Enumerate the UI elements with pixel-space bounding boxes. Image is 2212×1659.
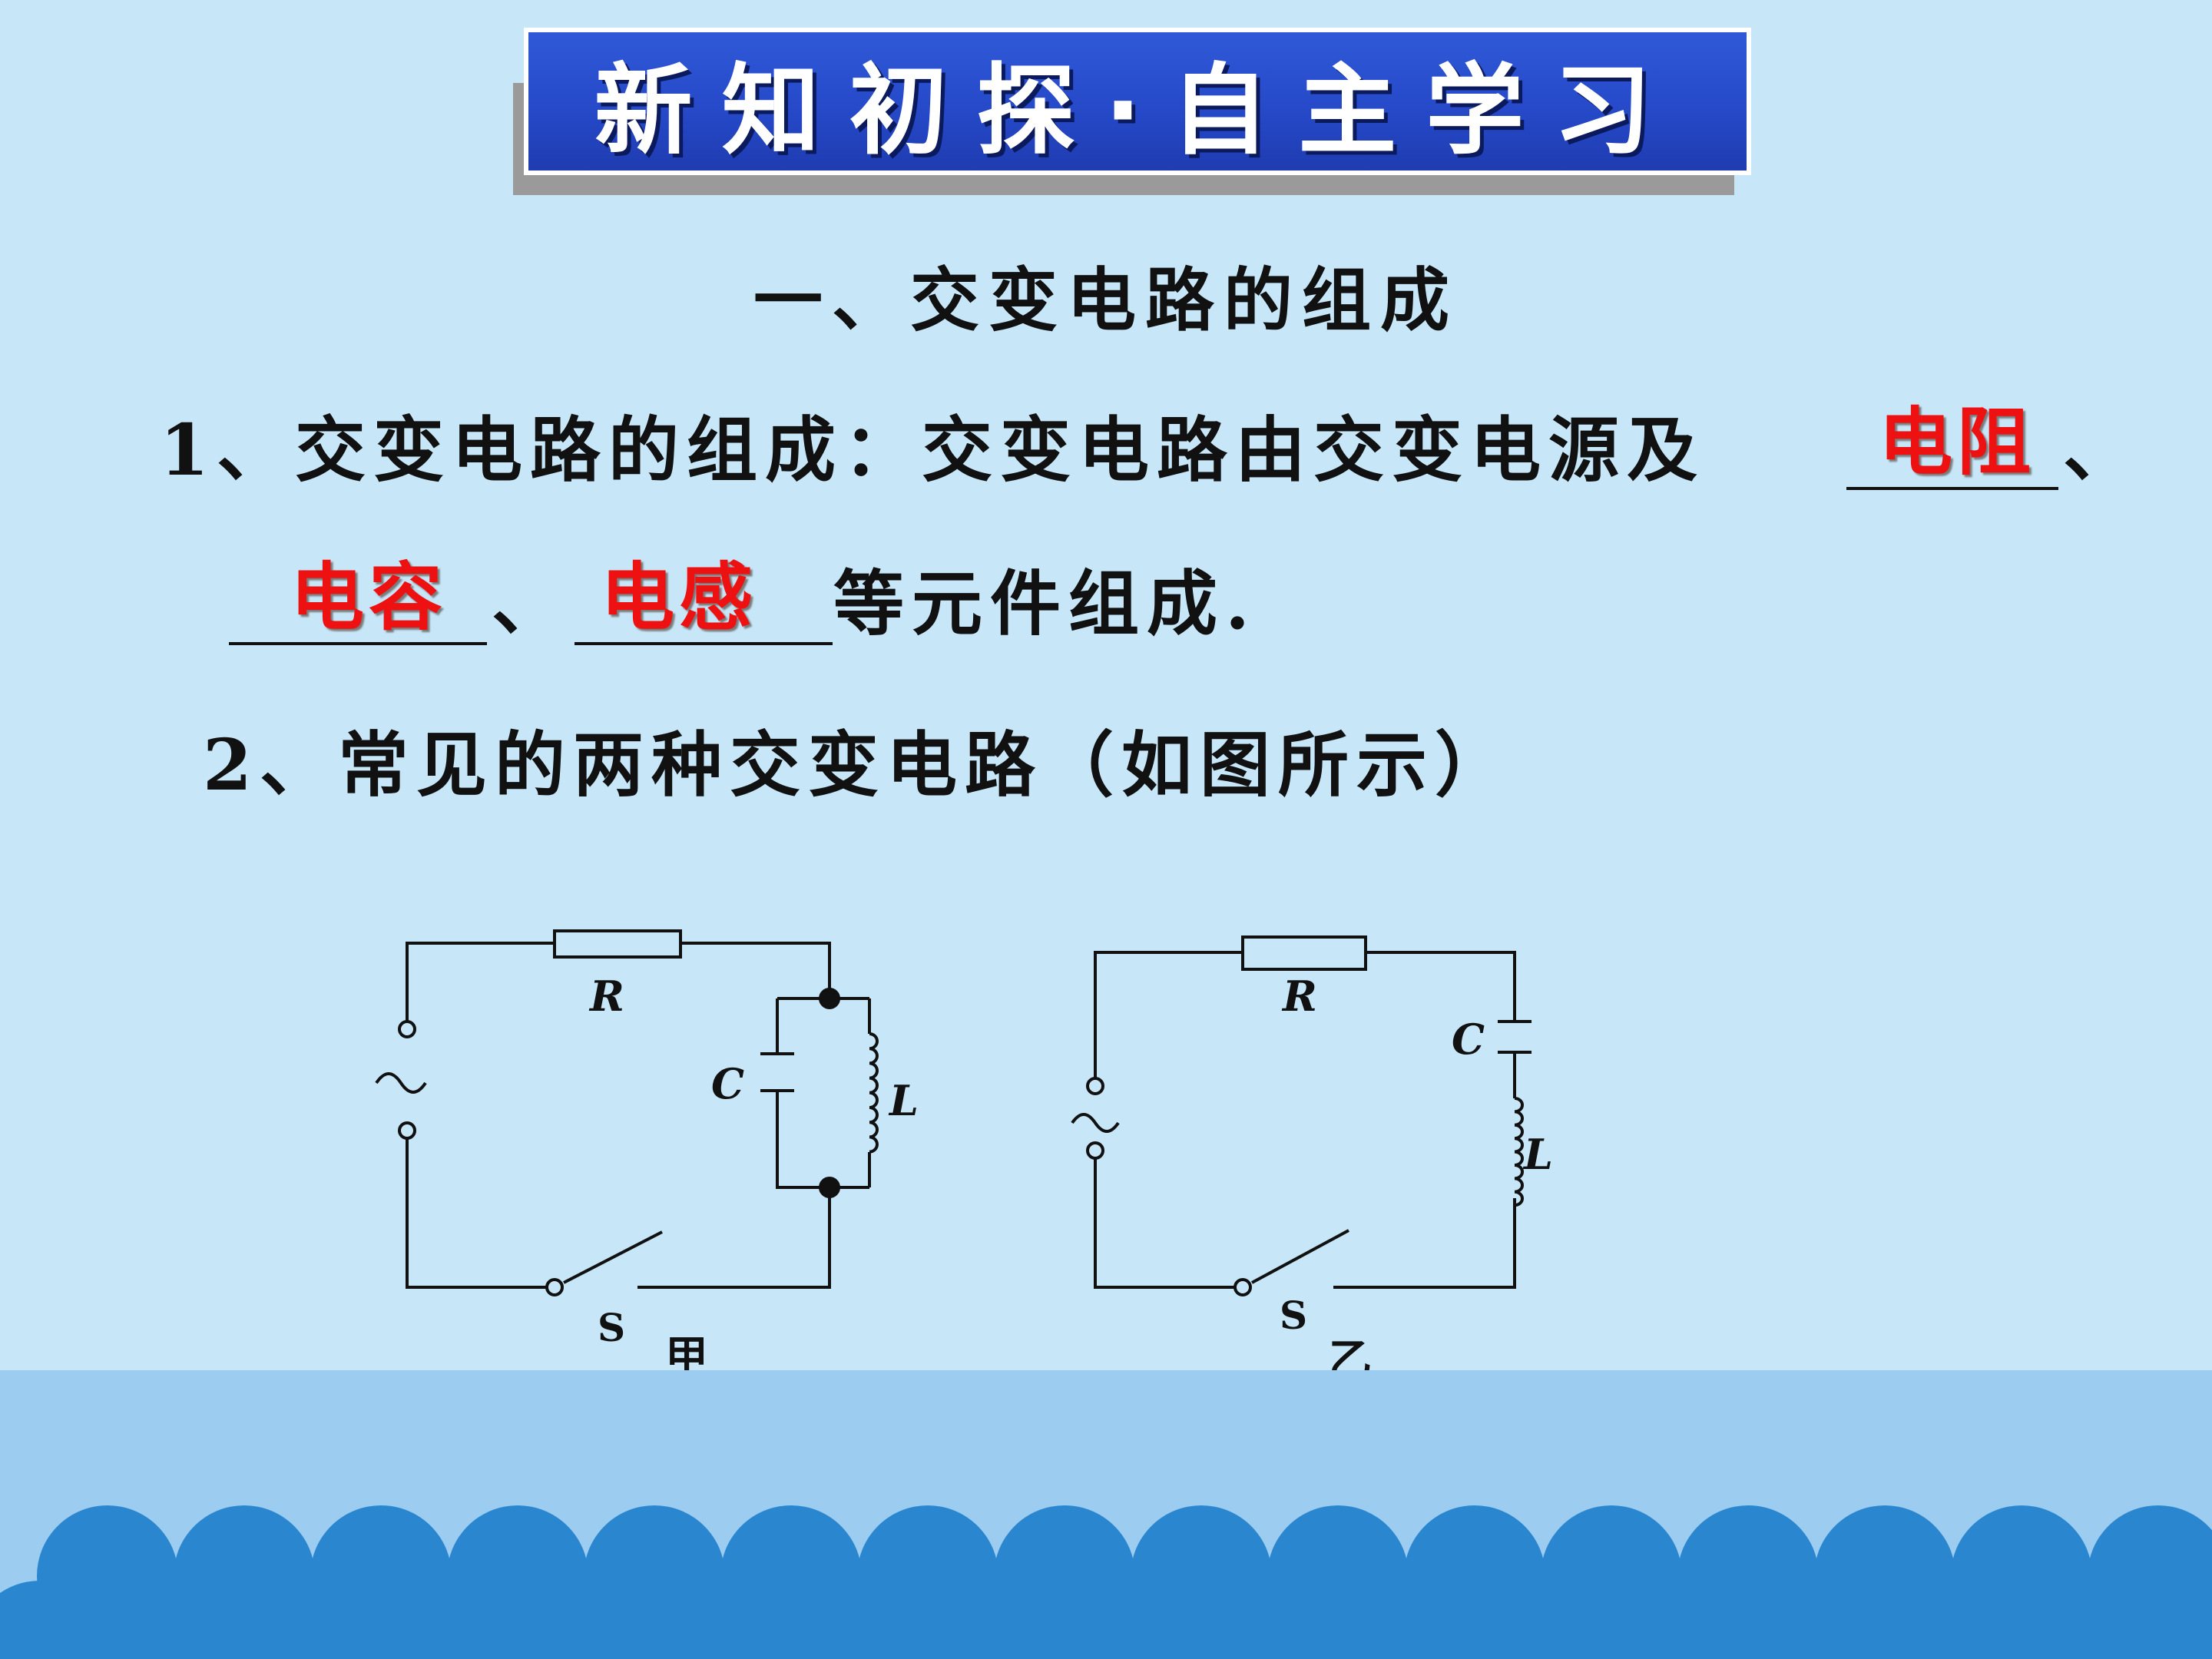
scallop	[1610, 1581, 1751, 1659]
scallop	[516, 1581, 657, 1659]
answer-2: 电容	[290, 554, 447, 641]
circuit-yi-source-icon	[1071, 1113, 1120, 1133]
blank-2	[229, 642, 487, 645]
scallop	[926, 1581, 1068, 1659]
circuit-jia-switch-blade	[563, 1230, 663, 1284]
circuit-jia-switch-pivot	[545, 1278, 564, 1296]
circuit-yi-R-label: R	[1281, 972, 1317, 1021]
circuit-yi-capacitor	[1498, 1020, 1532, 1054]
item1-sep2: 、	[492, 562, 563, 645]
circuit-yi-switch-blade	[1251, 1229, 1349, 1284]
scallop	[1883, 1581, 2025, 1659]
circuit-yi-resistor	[1241, 935, 1367, 971]
circuit-jia-L-label: L	[888, 1076, 919, 1125]
answer-1: 电阻	[1879, 399, 2035, 485]
circuit-jia-node-top	[819, 988, 840, 1009]
scallop	[1200, 1581, 1341, 1659]
item2-text: 2、常见的两种交变电路（如图所示）	[203, 724, 1514, 806]
blank-1	[1846, 487, 2058, 490]
scallop	[1336, 1581, 1478, 1659]
circuit-yi-S-label: S	[1280, 1293, 1307, 1338]
scallop	[243, 1581, 384, 1659]
scallop	[790, 1581, 931, 1659]
item1-sep1: 、	[2063, 409, 2134, 492]
circuit-jia	[375, 929, 879, 1296]
circuit-yi-inductor	[1514, 1097, 1524, 1207]
scallop	[106, 1581, 247, 1659]
scallop	[1747, 1581, 1888, 1659]
circuit-yi-L-label: L	[1522, 1130, 1553, 1179]
answer-3: 电感	[601, 554, 757, 641]
circuit-jia-resistor	[553, 929, 682, 959]
circuit-yi-C-label: C	[1452, 1015, 1485, 1064]
scallop-row-bottom	[0, 1581, 2212, 1659]
scallop	[653, 1581, 794, 1659]
section-heading: 一、交变电路的组成	[753, 260, 1459, 341]
circuit-jia-source-icon	[375, 1072, 427, 1094]
circuit-yi	[1071, 935, 1532, 1296]
scallop	[0, 1581, 111, 1659]
title-banner: 新知初探·自主学习	[528, 32, 1747, 171]
scallop	[2157, 1582, 2212, 1659]
circuit-yi-terminal-top	[1086, 1077, 1104, 1095]
blank-3	[575, 642, 833, 645]
circuit-jia-C-label: C	[711, 1059, 744, 1108]
circuit-jia-R-label: R	[588, 972, 624, 1021]
scallop	[2020, 1581, 2161, 1659]
item1-prefix: 1、交变电路的组成：交变电路由交变电源及	[160, 409, 1706, 492]
item1-suffix: 等元件组成.	[833, 562, 1258, 645]
circuit-jia-capacitor	[760, 1052, 794, 1092]
circuit-yi-wires	[1094, 951, 1516, 1289]
scallop	[1063, 1581, 1204, 1659]
scallop	[1473, 1581, 1614, 1659]
circuit-jia-inductor	[869, 1032, 879, 1154]
scallop	[379, 1581, 521, 1659]
circuit-yi-terminal-bottom	[1086, 1141, 1104, 1160]
circuit-yi-switch-pivot	[1233, 1278, 1252, 1296]
circuit-jia-terminal-top	[398, 1020, 416, 1038]
circuit-jia-terminal-bottom	[398, 1121, 416, 1140]
circuit-jia-node-bottom	[819, 1177, 840, 1198]
banner-title: 新知初探·自主学习	[594, 53, 1681, 168]
circuit-jia-S-label: S	[598, 1305, 625, 1350]
